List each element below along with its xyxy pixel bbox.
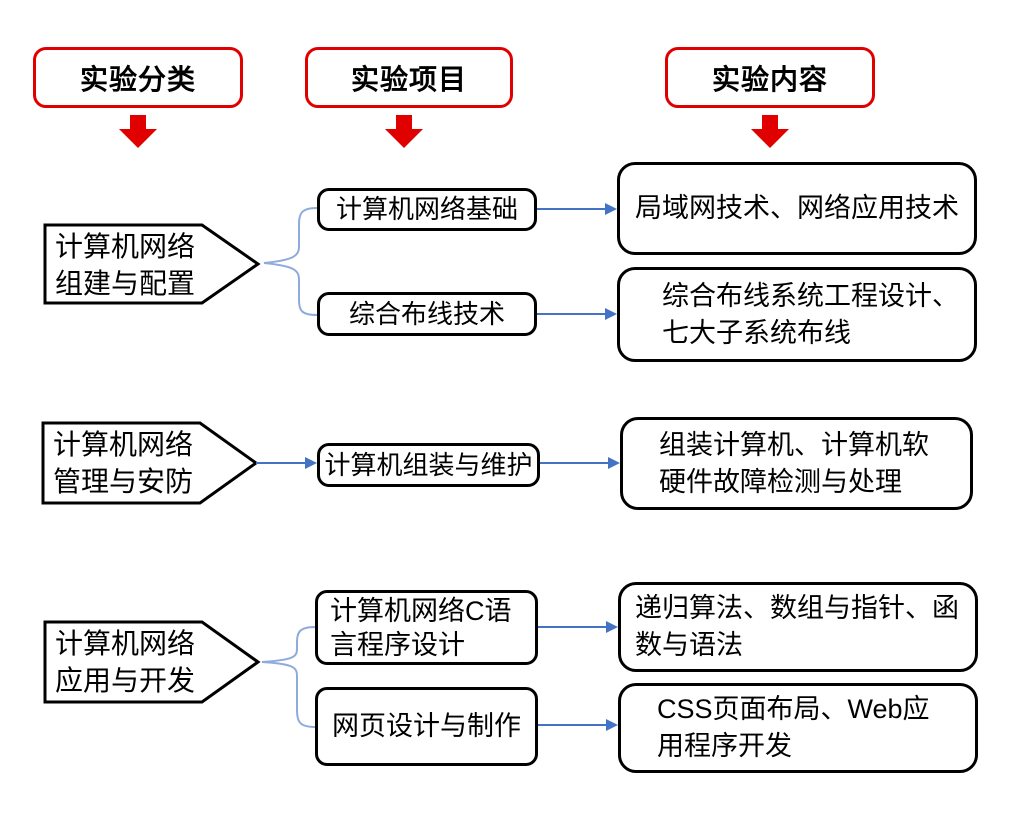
column-header-label: 实验内容 [711, 63, 828, 95]
project-label: 计算机网络C语 [330, 595, 512, 626]
arrow-row1-project1-to-content1 [537, 203, 617, 215]
column-header-label: 实验分类 [79, 63, 196, 95]
category-label-line: 组建与配置 [54, 268, 195, 299]
content-label: 用程序开发 [657, 731, 792, 761]
arrow-row1-project2-to-content2 [537, 308, 617, 320]
category-label-line: 管理与安防 [52, 466, 193, 497]
category-pentagon-3 [43, 620, 261, 704]
category-pentagon-2 [41, 421, 259, 505]
column-header-category: 实验分类 [33, 47, 243, 108]
content-box-lan-tech: 局域网技术、网络应用技术 [617, 162, 977, 255]
content-label: 综合布线系统工程设计、 [662, 280, 959, 311]
arrow-row3-project2-to-content2 [538, 719, 618, 731]
project-label: 计算机网络基础 [335, 194, 518, 224]
category-label-line: 计算机网络 [52, 429, 193, 460]
project-box-network-basics: 计算机网络基础 [317, 188, 537, 231]
category-label-row3: 计算机网络 应用与开发 [50, 625, 200, 699]
content-box-algorithms: 递归算法、数组与指针、函 数与语法 [618, 582, 978, 672]
arrow-row2-category-to-project [256, 457, 317, 469]
red-down-arrow-3 [751, 115, 789, 148]
category-label-row2: 计算机网络 管理与安防 [48, 426, 198, 500]
category-label-line: 计算机网络 [54, 231, 195, 262]
content-box-css-web: CSS页面布局、Web应 用程序开发 [618, 683, 978, 773]
project-box-cabling: 综合布线技术 [317, 292, 537, 336]
category-label-line: 计算机网络 [54, 628, 195, 659]
content-label: 七大子系统布线 [662, 317, 851, 348]
content-box-assembly-troubleshooting: 组装计算机、计算机软 硬件故障检测与处理 [620, 417, 973, 510]
content-label: CSS页面布局、Web应 [657, 694, 930, 724]
category-pentagon-1 [43, 223, 261, 305]
content-label: 局域网技术、网络应用技术 [635, 193, 959, 223]
connector-brace-row3 [261, 626, 316, 728]
red-down-arrow-2 [385, 115, 423, 148]
arrow-row3-project1-to-content1 [538, 621, 618, 633]
project-label: 综合布线技术 [348, 298, 505, 329]
content-label: 组装计算机、计算机软 [659, 429, 929, 460]
category-label-line: 应用与开发 [54, 665, 195, 696]
column-header-label: 实验项目 [350, 63, 467, 95]
project-box-web-design: 网页设计与制作 [315, 687, 538, 766]
content-label: 递归算法、数组与指针、函 [635, 593, 959, 623]
connector-brace-row1 [263, 207, 318, 316]
content-label: 数与语法 [635, 630, 743, 660]
project-box-assembly-maintenance: 计算机组装与维护 [317, 443, 540, 487]
red-down-arrow-1 [119, 115, 157, 148]
project-label: 言程序设计 [330, 629, 465, 660]
arrow-row2-project-to-content [540, 457, 620, 469]
column-header-content: 实验内容 [665, 47, 875, 108]
project-label: 计算机组装与维护 [324, 449, 533, 480]
category-label-row1: 计算机网络 组建与配置 [50, 228, 200, 302]
content-box-cabling-design: 综合布线系统工程设计、 七大子系统布线 [617, 267, 977, 362]
project-label: 网页设计与制作 [332, 711, 521, 741]
content-label: 硬件故障检测与处理 [659, 466, 902, 497]
column-header-project: 实验项目 [305, 47, 513, 108]
project-box-c-programming: 计算机网络C语 言程序设计 [315, 590, 538, 665]
